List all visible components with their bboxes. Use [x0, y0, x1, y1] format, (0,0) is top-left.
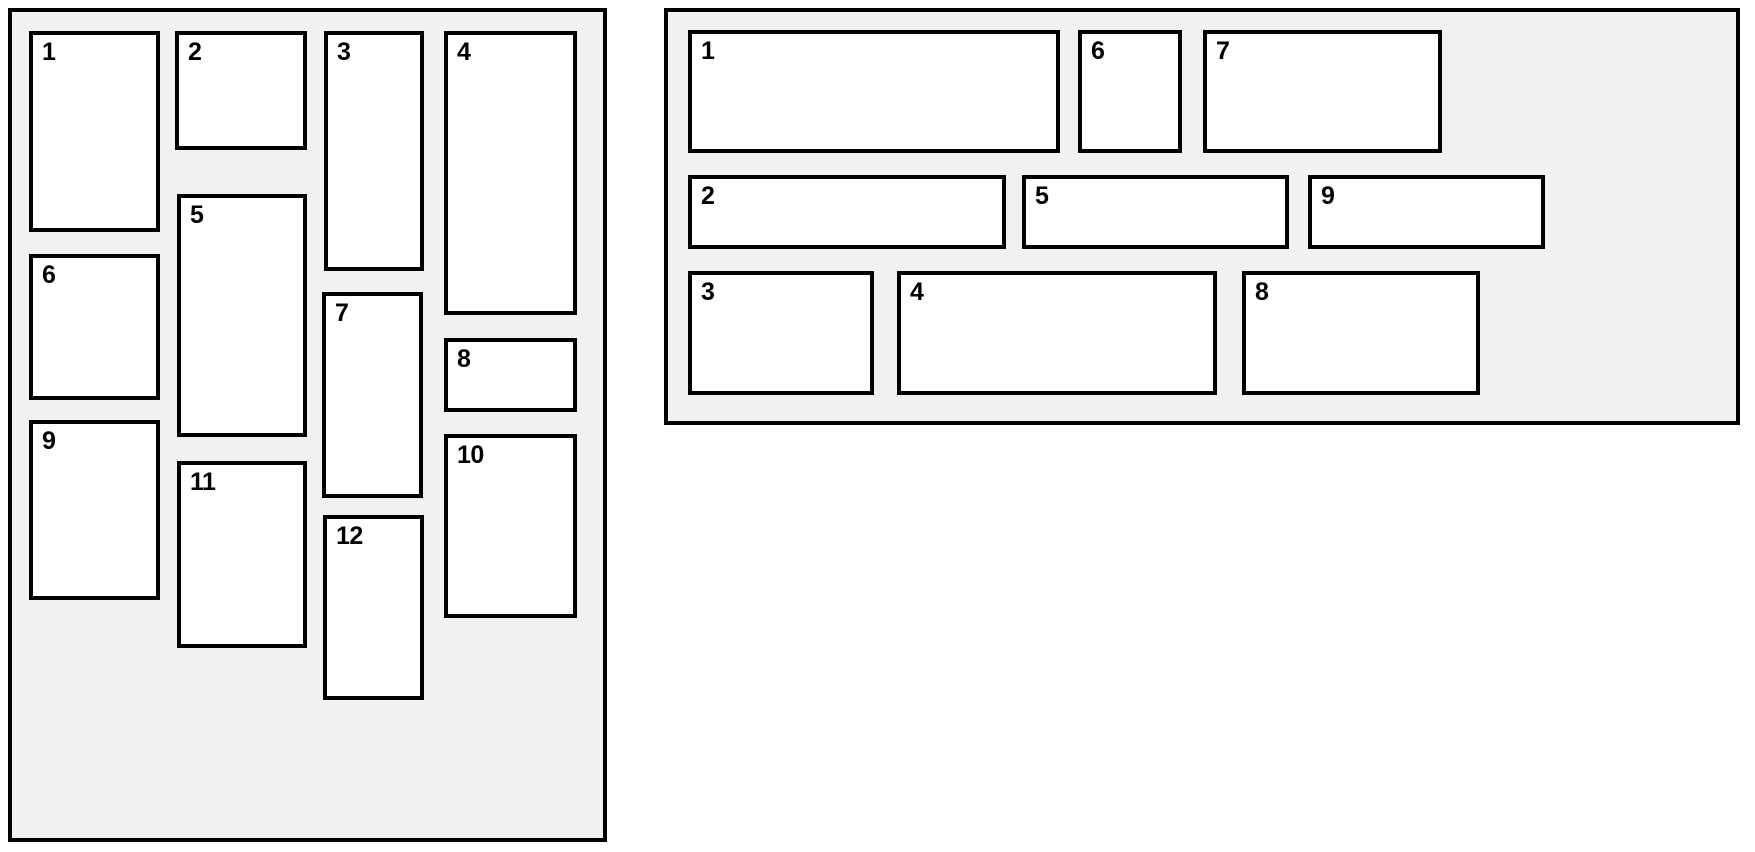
layout-box-label: 5 [190, 201, 204, 229]
layout-box[interactable]: 6 [29, 254, 160, 400]
layout-box[interactable]: 9 [1308, 175, 1545, 249]
layout-box[interactable]: 11 [177, 461, 307, 648]
layout-box-label: 1 [42, 38, 56, 66]
layout-box[interactable]: 10 [444, 434, 577, 618]
layout-box[interactable]: 2 [175, 31, 307, 150]
layout-box-label: 2 [188, 38, 202, 66]
layout-box-label: 8 [457, 345, 471, 373]
right-layout-panel: 1 6 7 2 5 9 3 4 8 [664, 8, 1740, 425]
layout-box-label: 4 [910, 278, 924, 306]
layout-box[interactable]: 1 [688, 30, 1060, 153]
layout-box[interactable]: 12 [323, 515, 424, 700]
layout-box-label: 7 [335, 299, 349, 327]
layout-box-label: 6 [42, 261, 56, 289]
layout-box-label: 7 [1216, 37, 1230, 65]
layout-box-label: 1 [701, 37, 715, 65]
layout-box[interactable]: 1 [29, 31, 160, 232]
layout-box[interactable]: 4 [444, 31, 577, 315]
layout-box-label: 10 [457, 441, 484, 469]
layout-box-label: 4 [457, 38, 471, 66]
layout-box-label: 12 [336, 522, 363, 550]
layout-box[interactable]: 2 [688, 175, 1006, 249]
layout-box[interactable]: 7 [322, 292, 423, 498]
layout-box[interactable]: 5 [177, 194, 307, 437]
layout-box-label: 3 [337, 38, 351, 66]
layout-box[interactable]: 3 [688, 271, 874, 395]
layout-box-label: 2 [701, 182, 715, 210]
layout-box[interactable]: 5 [1022, 175, 1289, 249]
layout-box-label: 9 [42, 427, 56, 455]
layout-box[interactable]: 8 [1242, 271, 1480, 395]
layout-box-label: 3 [701, 278, 715, 306]
layout-box[interactable]: 7 [1203, 30, 1442, 153]
layout-box[interactable]: 3 [324, 31, 424, 271]
layout-box[interactable]: 4 [897, 271, 1217, 395]
layout-box-label: 11 [190, 468, 216, 496]
layout-box-label: 5 [1035, 182, 1049, 210]
layout-box[interactable]: 9 [29, 420, 160, 600]
layout-box-label: 9 [1321, 182, 1335, 210]
layout-box[interactable]: 6 [1078, 30, 1182, 153]
layout-box-label: 6 [1091, 37, 1105, 65]
layout-box-label: 8 [1255, 278, 1269, 306]
layout-box[interactable]: 8 [444, 338, 577, 412]
